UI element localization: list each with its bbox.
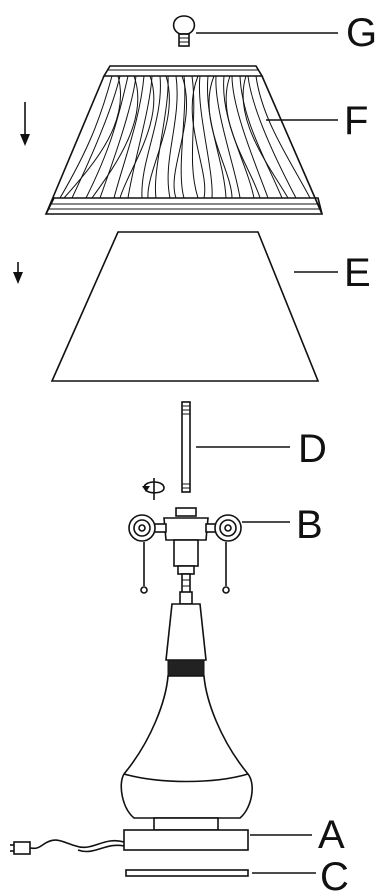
felt-pad-part	[125, 869, 316, 877]
fabric-shade-part	[50, 231, 338, 382]
label-g: G	[346, 11, 377, 55]
rotate-icon	[142, 478, 165, 500]
finial-part	[172, 15, 338, 47]
harp-rod-part	[181, 401, 290, 493]
socket-cluster-part	[128, 507, 290, 594]
label-a: A	[318, 813, 345, 857]
label-c: C	[320, 855, 349, 895]
lamp-body	[120, 573, 253, 831]
wire-cage-shade-part	[44, 65, 338, 215]
base-part	[10, 829, 312, 855]
arrow-down-icon	[20, 102, 30, 146]
label-b: B	[296, 503, 323, 547]
arrow-down-icon	[13, 262, 23, 284]
label-e: E	[344, 251, 371, 295]
label-f: F	[344, 99, 368, 143]
label-d: D	[298, 427, 327, 471]
